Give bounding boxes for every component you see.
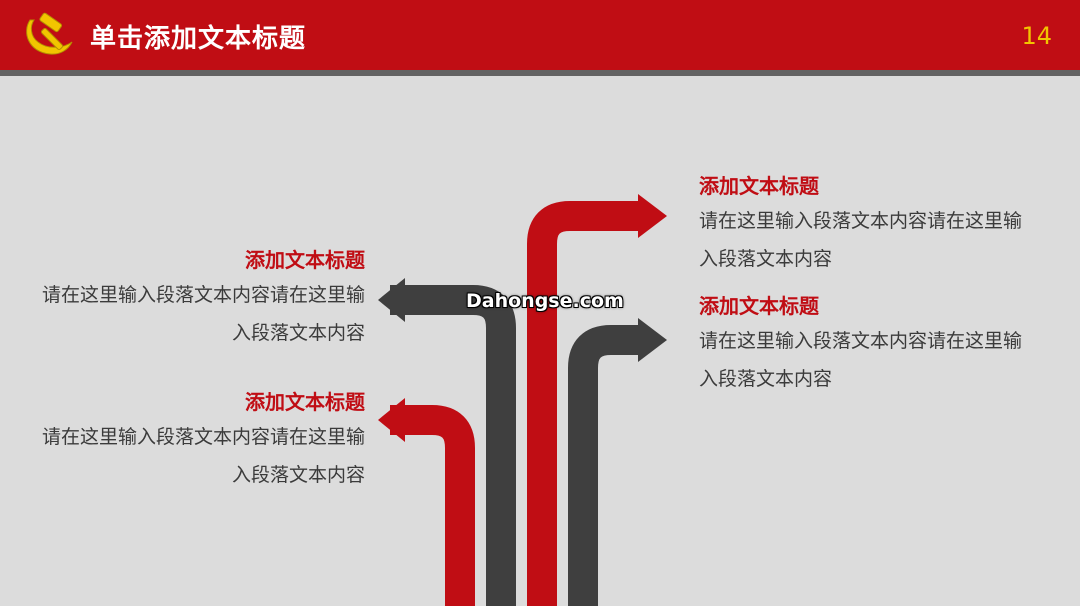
block-title[interactable]: 添加文本标题 xyxy=(245,248,365,272)
text-block-right-top[interactable]: 添加文本标题 请在这里输入段落文本内容请在这里输入段落文本内容 xyxy=(699,170,1039,278)
text-block-left-bottom[interactable]: 添加文本标题 请在这里输入段落文本内容请在这里输入段落文本内容 xyxy=(25,386,365,494)
arrow-right-lower-head xyxy=(638,318,667,362)
header-divider xyxy=(0,70,1080,76)
arrow-left-lower xyxy=(390,405,475,606)
text-block-left-top[interactable]: 添加文本标题 请在这里输入段落文本内容请在这里输入段落文本内容 xyxy=(25,244,365,352)
arrow-left-upper xyxy=(390,285,516,606)
block-body[interactable]: 请在这里输入段落文本内容请在这里输入段落文本内容 xyxy=(41,426,365,486)
block-body[interactable]: 请在这里输入段落文本内容请在这里输入段落文本内容 xyxy=(41,284,365,344)
text-block-right-bottom[interactable]: 添加文本标题 请在这里输入段落文本内容请在这里输入段落文本内容 xyxy=(699,290,1039,398)
arrow-left-upper-head xyxy=(378,278,405,322)
hammer-sickle-icon xyxy=(26,12,73,55)
header-bar: 单击添加文本标题 14 xyxy=(0,0,1080,70)
block-body[interactable]: 请在这里输入段落文本内容请在这里输入段落文本内容 xyxy=(699,210,1023,270)
block-title[interactable]: 添加文本标题 xyxy=(245,390,365,414)
watermark: Dahongse.com xyxy=(466,290,624,312)
block-title[interactable]: 添加文本标题 xyxy=(699,294,819,318)
arrow-right-upper xyxy=(527,201,640,606)
block-title[interactable]: 添加文本标题 xyxy=(699,174,819,198)
page-title[interactable]: 单击添加文本标题 xyxy=(90,24,307,54)
arrow-left-lower-head xyxy=(378,398,405,442)
arrow-right-upper-head xyxy=(638,194,667,238)
block-body[interactable]: 请在这里输入段落文本内容请在这里输入段落文本内容 xyxy=(699,330,1023,390)
page-number: 14 xyxy=(1021,22,1052,50)
arrow-right-lower xyxy=(568,325,640,606)
